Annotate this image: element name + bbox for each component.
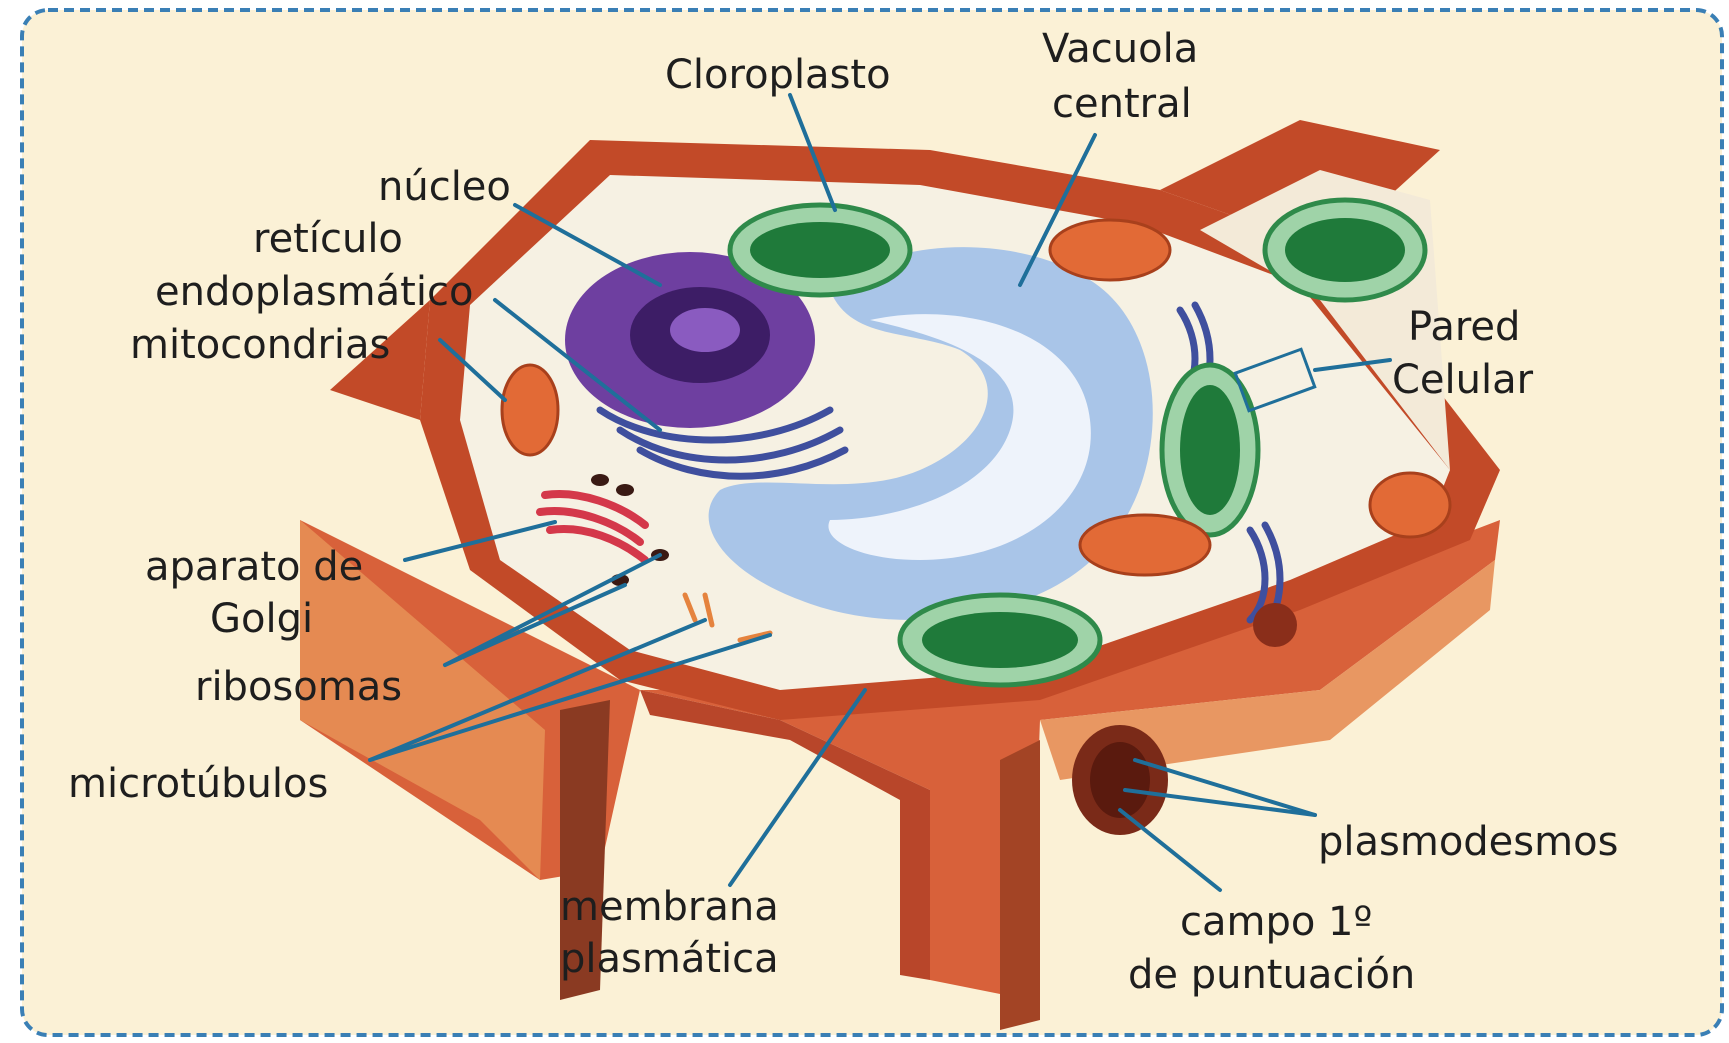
pit-field-inner <box>1090 742 1150 818</box>
label-golgi-line2: Golgi <box>210 596 313 642</box>
label-pared-line1: Pared <box>1408 304 1520 350</box>
label-mitocondrias: mitocondrias <box>130 322 390 368</box>
nucleolus-highlight <box>670 308 740 352</box>
label-campo-line1: campo 1º <box>1180 899 1372 945</box>
label-pared-line2: Celular <box>1392 357 1534 403</box>
label-nucleo: núcleo <box>378 164 511 210</box>
wall-edge-dark-right <box>1000 740 1040 1030</box>
label-vacuola-line2: central <box>1052 81 1192 127</box>
label-membrana-line2: plasmática <box>560 936 779 982</box>
label-vacuola-line1: Vacuola <box>1042 26 1198 72</box>
label-plasmodesmos: plasmodesmos <box>1318 819 1618 865</box>
label-campo-line2: de puntuación <box>1128 952 1415 998</box>
label-reticulo-line1: retículo <box>253 216 403 262</box>
label-reticulo-line2: endoplasmático <box>155 269 473 315</box>
label-microtubulos: microtúbulos <box>68 761 328 807</box>
label-membrana-line1: membrana <box>560 884 779 930</box>
label-cloroplasto: Cloroplasto <box>665 52 891 98</box>
label-golgi-line1: aparato de <box>145 544 363 590</box>
label-ribosomas: ribosomas <box>195 664 402 710</box>
plasmodesma-pore <box>1253 603 1297 647</box>
